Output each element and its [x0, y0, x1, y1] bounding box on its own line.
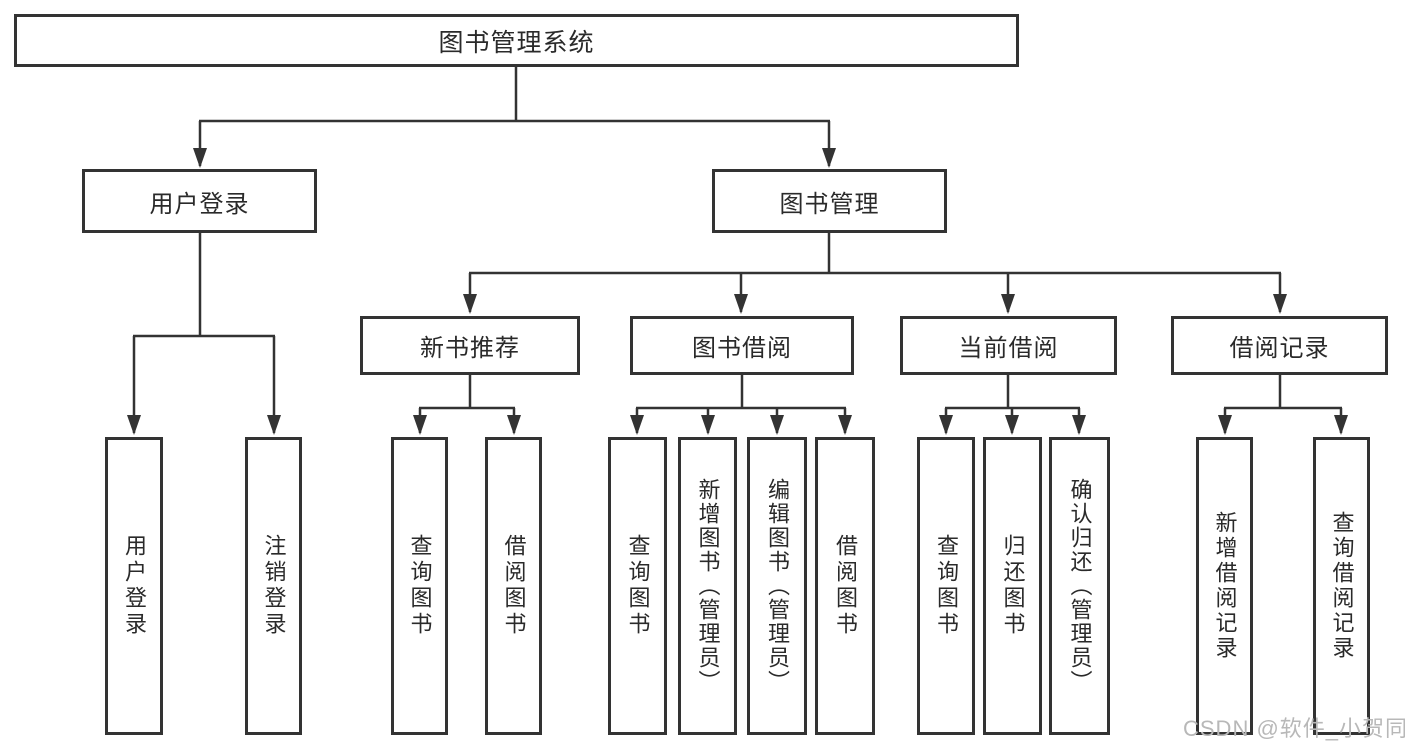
node-library-system: 图书管理系统: [14, 14, 1019, 67]
leaf-add-books-admin: 新增图书（管理员）: [678, 437, 737, 735]
node-borrow-records: 借阅记录: [1171, 316, 1388, 375]
node-user-login: 用户登录: [82, 169, 317, 233]
leaf-current-query-books: 查询图书: [917, 437, 975, 735]
connector-new-rec-trunk: [419, 375, 515, 410]
leaf-confirm-return-admin: 确认归还（管理员）: [1049, 437, 1110, 735]
leaf-newrec-query-books: 查询图书: [391, 437, 448, 735]
leaf-logout: 注销登录: [245, 437, 302, 735]
leaf-add-borrow-record: 新增借阅记录: [1196, 437, 1253, 735]
leaf-return-books: 归还图书: [983, 437, 1042, 735]
leaf-newrec-borrow-books: 借阅图书: [485, 437, 542, 735]
connector-cur-borrow-trunk: [945, 375, 1080, 410]
leaf-user-login: 用户登录: [105, 437, 163, 735]
connector-book-borrow-trunk: [636, 375, 846, 410]
node-book-borrowing: 图书借阅: [630, 316, 854, 375]
connector-book-mgmt-trunk: [469, 233, 1281, 275]
node-current-borrowing: 当前借阅: [900, 316, 1117, 375]
connector-root-trunk: [199, 67, 830, 123]
connector-records-trunk: [1224, 375, 1342, 410]
leaf-query-borrow-record: 查询借阅记录: [1313, 437, 1370, 735]
csdn-watermark: CSDN @软件_小贺同学: [1183, 716, 1405, 741]
leaf-edit-books-admin: 编辑图书（管理员）: [747, 437, 807, 735]
node-book-management: 图书管理: [712, 169, 947, 233]
node-new-book-recommend: 新书推荐: [360, 316, 580, 375]
connector-user-login-trunk: [133, 233, 275, 338]
leaf-borrow-books: 借阅图书: [815, 437, 875, 735]
leaf-borrow-query-books: 查询图书: [608, 437, 667, 735]
